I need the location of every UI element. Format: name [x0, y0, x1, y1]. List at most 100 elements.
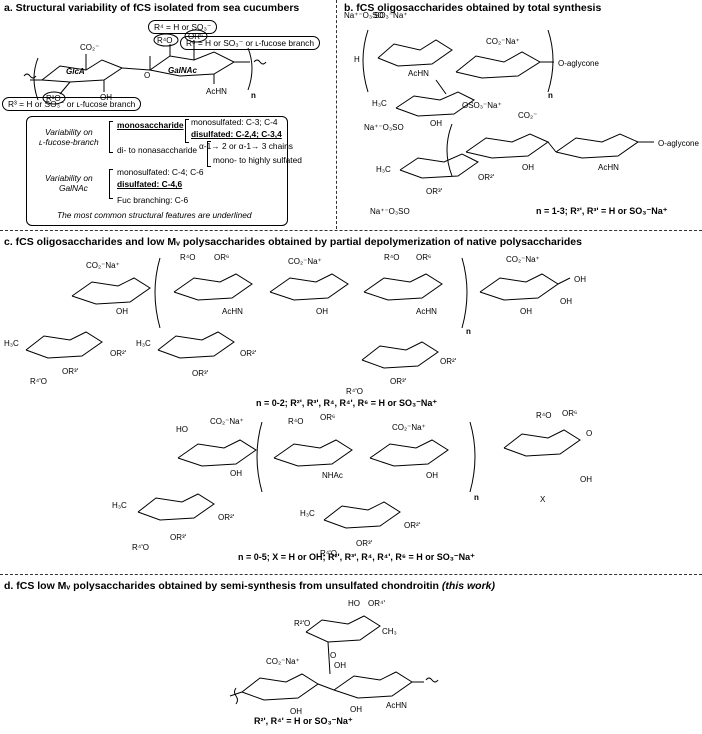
or3-label-2: OR³ʹ — [356, 539, 373, 548]
panel-b-note: n = 1-3; R²ʹ, R³ʹ = H or SO₃⁻Na⁺ — [536, 206, 668, 216]
achn-label: AcHN — [222, 307, 243, 316]
n-label: n — [466, 327, 471, 336]
o-aglycone-label-2: O-aglycone — [658, 139, 699, 148]
or3-label: OR³ʹ — [62, 367, 79, 376]
mono-sac: monosaccharide — [117, 120, 184, 130]
r3o-label: R³O — [46, 94, 61, 103]
mono-high: mono- to highly sulfated — [213, 155, 302, 165]
achn-label: AcHN — [408, 69, 429, 78]
na-o3so-label-2: Na⁺⁻O₃SO — [364, 123, 404, 132]
so3na-label: SO₃⁻Na⁺ — [374, 11, 408, 20]
r4o-f-label: R⁴ʹO — [132, 543, 149, 552]
oh-label: OH — [100, 93, 112, 102]
or2-label-2: OR²ʹ — [240, 349, 257, 358]
or2-label: OR²ʹ — [478, 173, 495, 182]
or2-label: OR²ʹ — [218, 513, 235, 522]
or6-label-2: OR⁶ — [416, 253, 431, 262]
oh-label: OH — [334, 661, 346, 670]
galnac-label: GalNAc — [168, 66, 197, 75]
n-label: n — [474, 493, 479, 502]
oh-label-2: OH — [316, 307, 328, 316]
panel-b-title: b. fCS oligosaccharides obtained by tota… — [344, 2, 602, 14]
r6-callout: R⁶ = H or SO₃⁻ or ʟ-fucose branch — [180, 36, 321, 50]
co2na-label-3: CO₂⁻Na⁺ — [506, 255, 540, 264]
glca-label: GlcA — [66, 67, 85, 76]
r4o-label-2: R⁴O — [536, 411, 551, 420]
oh-label: OH — [430, 119, 442, 128]
or6-label: OR⁶ — [188, 32, 203, 41]
nhac-label: NHAc — [322, 471, 343, 480]
na-o3so-label: Na⁺⁻O₃SO — [344, 11, 384, 20]
or3-label-2: OR³ʹ — [192, 369, 209, 378]
r3-callout: R³ = H or SO₃⁻ or ʟ-fucose branch — [2, 97, 142, 111]
r2o-label: R²ʹO — [294, 619, 310, 628]
panel-c-title: c. fCS oligosaccharides and low Mᵥ polys… — [4, 236, 582, 248]
h3c-label-2: H₃C — [300, 509, 315, 518]
or3-label: OR³ʹ — [170, 533, 187, 542]
co2na-label: CO₂⁻Na⁺ — [266, 657, 300, 666]
co2-label: CO₂⁻ — [80, 43, 99, 52]
oh-label-2: OH — [426, 471, 438, 480]
variability-legend: Variability on ʟ-fucose-branch monosacch… — [26, 116, 302, 226]
or2-label-2: OR²ʹ — [404, 521, 421, 530]
oh-label-2: OH — [290, 707, 302, 716]
panel-d-title: d. fCS low Mᵥ polysaccharides obtained b… — [4, 580, 495, 592]
achn-label: AcHN — [206, 87, 227, 96]
panel-d-title-italic: (this work) — [441, 580, 495, 592]
co2na-label: CO₂⁻Na⁺ — [86, 261, 120, 270]
achn-label-2: AcHN — [416, 307, 437, 316]
or6-label-2: OR⁶ — [562, 409, 577, 418]
galnac-label-1: Variability on — [45, 173, 93, 183]
r4o-label: R⁴O — [180, 253, 195, 262]
r4o-label-2: R⁴O — [384, 253, 399, 262]
panel-d-structure: HO OR⁴ʹ R²ʹO CH₃ O OH CO₂⁻Na⁺ OH AcHN OH — [229, 599, 439, 716]
di-sulf: disulfated: C-2,4; C-3,4 — [191, 129, 282, 139]
or6-label: OR⁶ — [214, 253, 229, 262]
na-o3so-label-3: Na⁺⁻O₃SO — [370, 207, 410, 216]
galnac-label-2: GalNAc — [59, 183, 88, 193]
oh-label-5: OH — [560, 297, 572, 306]
r4o-label: R⁴O — [288, 417, 303, 426]
or6-label: OR⁶ — [320, 413, 335, 422]
or2-label-3: OR²ʹ — [440, 357, 457, 366]
oh-label-3: OH — [350, 705, 362, 714]
o-aglycone-label: O-aglycone — [558, 59, 599, 68]
or2-label: OR²ʹ — [110, 349, 127, 358]
o-label: O — [586, 429, 592, 438]
mono-sulf: monosulfated: C-3; C-4 — [191, 117, 278, 127]
oh-label-3: OH — [580, 475, 592, 484]
divider-ab — [336, 0, 337, 229]
galnac-mono: monosulfated: C-4; C-6 — [117, 167, 204, 177]
ch3-label: CH₃ — [382, 627, 397, 636]
h3c-label-2: H₃C — [376, 165, 391, 174]
co2na-label-2: CO₂⁻Na⁺ — [392, 423, 426, 432]
panel-c-note-1: n = 0-2; R²ʹ, R³ʹ, R⁴, R⁴ʹ, R⁶ = H or SO… — [256, 398, 438, 408]
panel-d-note: R²ʹ, R⁴ʹ = H or SO₃⁻Na⁺ — [254, 716, 353, 726]
x-label: X — [540, 495, 546, 504]
panel-d-title-text: d. fCS low Mᵥ polysaccharides obtained b… — [4, 580, 439, 592]
oh-label: OH — [116, 307, 128, 316]
or3-label: OR³ʹ — [426, 187, 443, 196]
r4o-f-label-2: R⁴ʹO — [346, 387, 363, 396]
oso3na-label: OSO₃⁻Na⁺ — [462, 101, 502, 110]
oh-label-3: OH — [520, 307, 532, 316]
n-label: n — [548, 91, 553, 100]
r4o-f-label: R⁴ʹO — [30, 377, 47, 386]
h3c-label-2: H₃C — [136, 339, 151, 348]
ho-label: HO — [348, 599, 360, 608]
achn-label: AcHN — [386, 701, 407, 710]
or3-label-3: OR³ʹ — [390, 377, 407, 386]
oh-label-2: OH — [522, 163, 534, 172]
o-link-label: O — [330, 651, 336, 660]
or4-label: OR⁴ʹ — [368, 599, 385, 608]
o-link-label: O — [144, 71, 150, 80]
fuc-branch: Fuc branching: C-6 — [117, 195, 189, 205]
co2na-label: CO₂⁻Na⁺ — [486, 37, 520, 46]
oh-label: OH — [230, 469, 242, 478]
h3c-label: H₃C — [4, 339, 19, 348]
panel-a-title: a. Structural variability of fCS isolate… — [4, 2, 300, 14]
achn-label-2: AcHN — [598, 163, 619, 172]
legend-footer: The most common structural features are … — [57, 210, 252, 220]
co2na-label-2: CO₂⁻Na⁺ — [288, 257, 322, 266]
panel-a-disaccharide: CO₂⁻ GlcA GalNAc OH AcHN n O R⁴O OR⁶ R³O — [23, 29, 267, 105]
